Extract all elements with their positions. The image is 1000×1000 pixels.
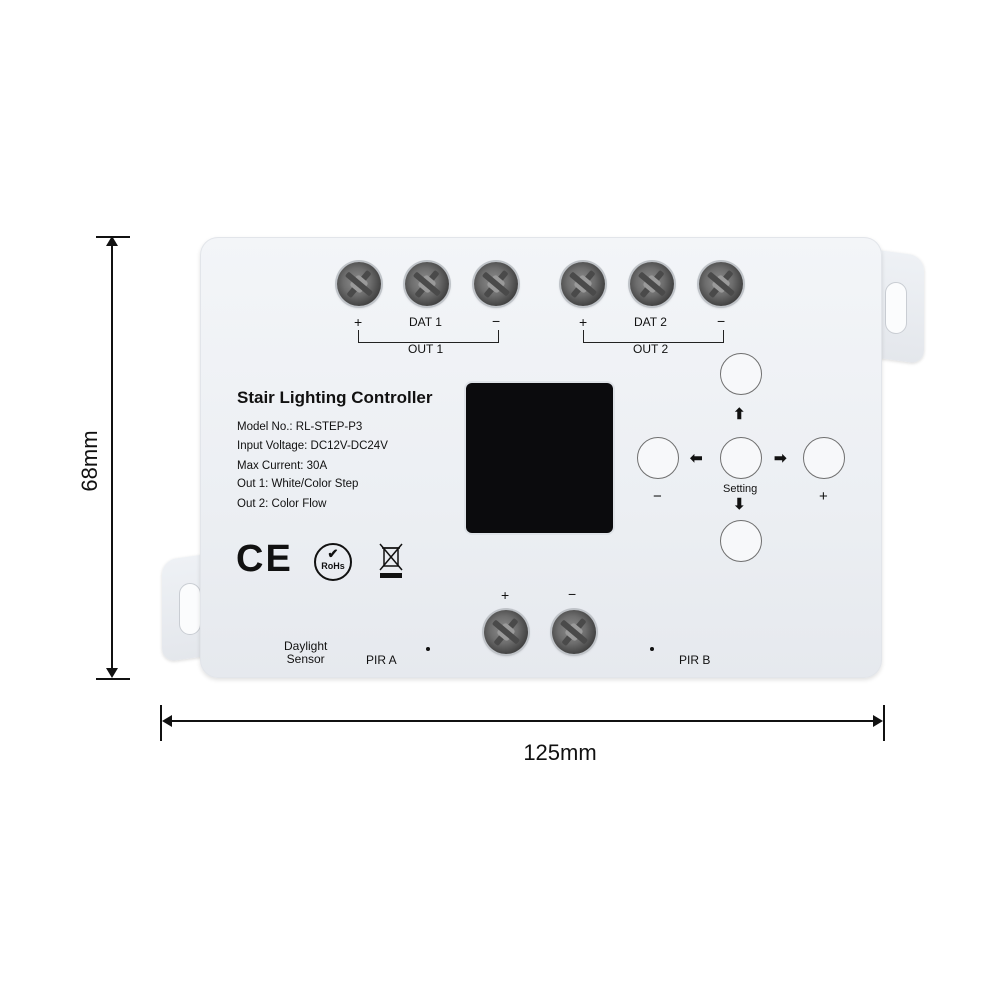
height-dim-arrow-up-icon: [106, 236, 118, 246]
daylight-sensor-label: Daylight Sensor: [284, 640, 327, 666]
arrow-down-icon: ⬇: [733, 496, 746, 513]
out1-minus-label: −: [492, 313, 501, 329]
width-dim-label: 125mm: [523, 740, 597, 765]
power-screw-plus[interactable]: [484, 610, 528, 654]
terminal-screw-out1-plus[interactable]: [337, 262, 381, 306]
out2-group-label: OUT 2: [633, 342, 669, 356]
pir-b-label: PIR B: [679, 653, 711, 667]
width-dim-line: [164, 720, 881, 722]
pir-a-label: PIR A: [366, 653, 397, 667]
minus-button-label: −: [653, 488, 662, 505]
width-dim-arrow-right-icon: [873, 715, 883, 727]
rohs-label: RoHs: [321, 561, 345, 571]
terminal-screw-out1-minus[interactable]: [474, 262, 518, 306]
terminal-screw-out2-minus[interactable]: [699, 262, 743, 306]
setting-label: Setting: [723, 483, 758, 495]
setting-button[interactable]: [720, 437, 762, 479]
out2-plus-label: +: [579, 314, 588, 330]
width-dim-arrow-left-icon: [162, 715, 172, 727]
product-title: Stair Lighting Controller: [237, 388, 433, 407]
plus-button[interactable]: [803, 437, 845, 479]
spec-model: Model No.: RL-STEP-P3: [237, 421, 363, 433]
rohs-icon: ✔ RoHs: [314, 543, 352, 581]
ce-mark-icon: CE: [236, 538, 293, 580]
pir-a-indicator-dot: [426, 647, 430, 651]
out1-plus-label: +: [354, 314, 363, 330]
height-dim-bottom-tick: [96, 678, 130, 680]
arrow-right-icon: ➡: [774, 450, 787, 467]
spec-max-current: Max Current: 30A: [237, 460, 328, 472]
arrow-up-icon: ⬆: [733, 406, 746, 423]
power-screw-minus[interactable]: [552, 610, 596, 654]
dat1-label: DAT 1: [409, 315, 442, 329]
mounting-slot-right: [885, 282, 907, 334]
height-dim-arrow-down-icon: [106, 668, 118, 678]
out1-group-label: OUT 1: [408, 342, 444, 356]
spec-out2: Out 2: Color Flow: [237, 498, 327, 510]
minus-button[interactable]: [637, 437, 679, 479]
out1-bracket: [358, 330, 499, 343]
width-dim-right-tick: [883, 705, 885, 741]
spec-out1: Out 1: White/Color Step: [237, 478, 359, 490]
power-plus-label: +: [501, 587, 510, 603]
down-button[interactable]: [720, 520, 762, 562]
pir-b-indicator-dot: [650, 647, 654, 651]
mounting-slot-left: [179, 583, 201, 635]
spec-input-voltage: Input Voltage: DC12V-DC24V: [237, 440, 388, 452]
width-dim-left-tick: [160, 705, 162, 741]
weee-bin-icon: [378, 542, 404, 580]
terminal-screw-dat1[interactable]: [405, 262, 449, 306]
dat2-label: DAT 2: [634, 315, 667, 329]
daylight-label-line2: Sensor: [286, 652, 325, 666]
up-button[interactable]: [720, 353, 762, 395]
out2-bracket: [583, 330, 724, 343]
daylight-label-line1: Daylight: [284, 639, 328, 653]
out2-minus-label: −: [717, 313, 726, 329]
rohs-check-icon: ✔: [327, 546, 339, 561]
height-dim-line: [111, 240, 113, 676]
arrow-left-icon: ⬅: [690, 450, 703, 467]
terminal-screw-out2-plus[interactable]: [561, 262, 605, 306]
power-minus-label: −: [568, 586, 577, 602]
plus-button-label: +: [819, 488, 828, 505]
height-dim-label: 68mm: [77, 430, 102, 492]
lcd-display: [466, 383, 613, 533]
terminal-screw-dat2[interactable]: [630, 262, 674, 306]
